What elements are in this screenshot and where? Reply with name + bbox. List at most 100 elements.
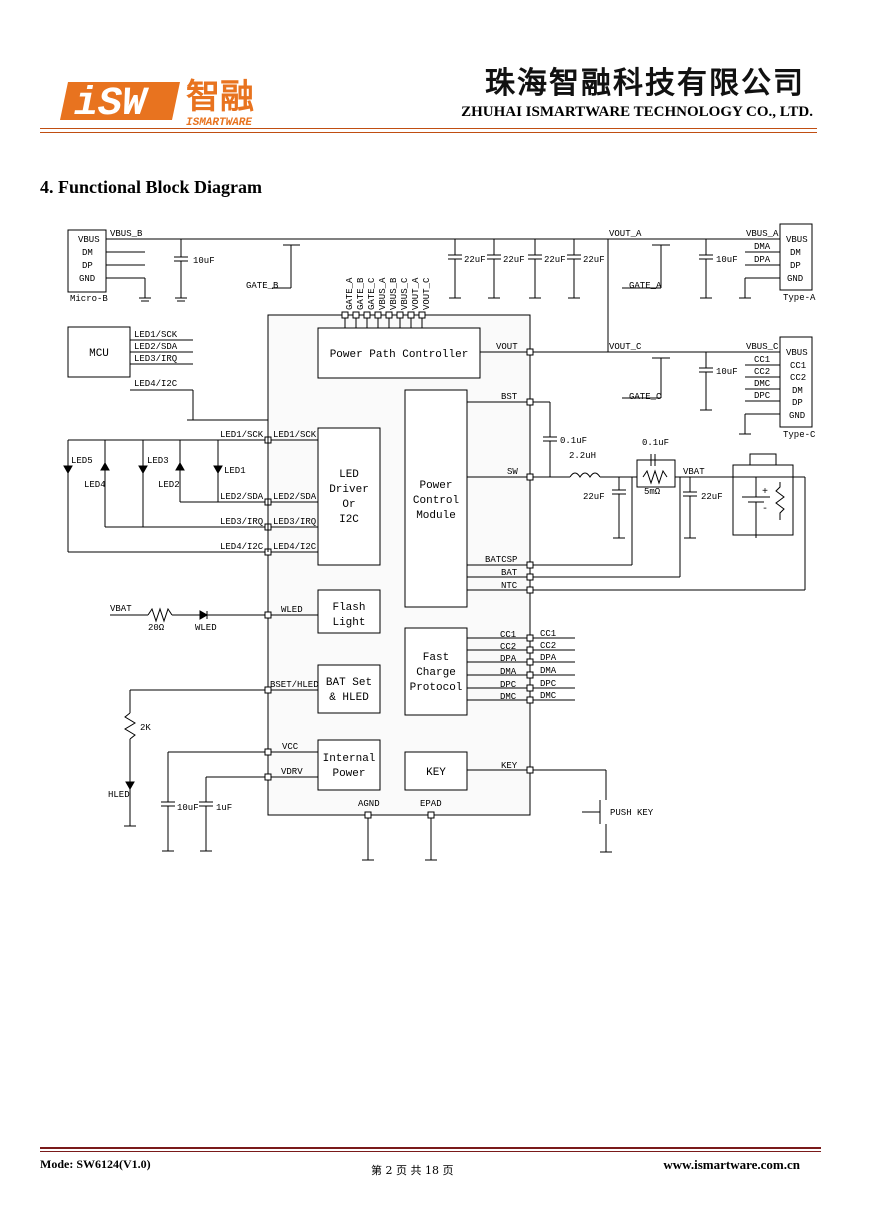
power-control-l1: Power xyxy=(419,480,452,492)
logo-letters: iSW xyxy=(74,82,150,127)
logo-cn: 智融 xyxy=(186,78,254,119)
footer-rule-thin xyxy=(40,1151,821,1152)
svg-text:VBUS_C: VBUS_C xyxy=(746,342,779,352)
svg-text:KEY: KEY xyxy=(501,761,518,771)
svg-text:GND: GND xyxy=(787,274,803,284)
svg-text:DM: DM xyxy=(82,248,93,258)
gate-pin-row xyxy=(341,311,426,328)
svg-text:VBUS_B: VBUS_B xyxy=(110,229,143,239)
led-driver-l4: I2C xyxy=(339,514,359,526)
gate-pin-5: VBUS_C xyxy=(400,277,410,310)
key-block xyxy=(404,751,468,791)
svg-text:LED2/SDA: LED2/SDA xyxy=(134,342,178,352)
power-path-label: Power Path Controller xyxy=(330,349,469,361)
gate-pin-7: VOUT_C xyxy=(422,277,432,310)
svg-text:10uF: 10uF xyxy=(716,255,738,265)
svg-text:BSET/HLED: BSET/HLED xyxy=(270,680,319,690)
svg-text:CC2: CC2 xyxy=(540,641,556,651)
type-a-label: Type-A xyxy=(783,293,816,303)
svg-text:VBAT: VBAT xyxy=(683,467,705,477)
gate-pin-1: GATE_B xyxy=(356,277,366,310)
svg-text:VBUS: VBUS xyxy=(786,235,808,245)
flash-l1: Flash xyxy=(332,602,365,614)
key-label: KEY xyxy=(426,767,446,779)
svg-text:DMA: DMA xyxy=(540,666,557,676)
header-rule xyxy=(40,128,817,129)
svg-text:LED2: LED2 xyxy=(158,480,180,490)
svg-text:LED2/SDA: LED2/SDA xyxy=(220,492,264,502)
svg-text:SW: SW xyxy=(507,467,518,477)
svg-text:DP: DP xyxy=(790,261,801,271)
gate-pin-3: VBUS_A xyxy=(378,277,388,310)
led-driver-l1: LED xyxy=(339,469,359,481)
company-name-en: ZHUHAI ISMARTWARE TECHNOLOGY CO., LTD. xyxy=(461,104,813,120)
fast-charge-l2: Charge xyxy=(416,667,456,679)
svg-text:LED4/I2C: LED4/I2C xyxy=(220,542,264,552)
svg-text:-: - xyxy=(762,504,768,515)
footer-page-number: 第 2 页 共 18 页 xyxy=(371,1164,454,1177)
svg-text:GATE_C: GATE_C xyxy=(629,392,662,402)
internal-power-l2: Power xyxy=(332,768,365,780)
svg-text:CC1: CC1 xyxy=(540,629,556,639)
svg-text:DMA: DMA xyxy=(500,667,517,677)
svg-text:PUSH KEY: PUSH KEY xyxy=(610,808,654,818)
type-c-connector xyxy=(779,336,813,428)
svg-text:LED4: LED4 xyxy=(84,480,106,490)
fast-charge-block xyxy=(404,627,468,716)
svg-text:CC1: CC1 xyxy=(754,355,770,365)
svg-text:22uF: 22uF xyxy=(503,255,525,265)
gate-pin-0: GATE_A xyxy=(345,277,355,310)
svg-text:DPA: DPA xyxy=(754,255,771,265)
micro-b-connector xyxy=(67,229,107,293)
svg-text:BST: BST xyxy=(501,392,518,402)
svg-text:VBUS: VBUS xyxy=(78,235,100,245)
svg-text:HLED: HLED xyxy=(108,790,130,800)
logo-en: ISMARTWARE xyxy=(186,117,252,129)
led-driver-l3: Or xyxy=(342,499,355,511)
svg-text:AGND: AGND xyxy=(358,799,380,809)
svg-text:VBUS_A: VBUS_A xyxy=(746,229,779,239)
svg-text:DMC: DMC xyxy=(500,692,517,702)
svg-text:LED2/SDA: LED2/SDA xyxy=(273,492,317,502)
svg-text:DMA: DMA xyxy=(754,242,771,252)
svg-text:0.1uF: 0.1uF xyxy=(642,438,669,448)
company-logo: iSW 智融 ISMARTWARE xyxy=(60,78,254,129)
svg-text:20Ω: 20Ω xyxy=(148,623,165,633)
svg-text:GATE_B: GATE_B xyxy=(246,281,279,291)
svg-text:LED4/I2C: LED4/I2C xyxy=(134,379,178,389)
power-control-l2: Control xyxy=(413,495,459,507)
svg-text:LED1/SCK: LED1/SCK xyxy=(220,430,264,440)
svg-text:DPA: DPA xyxy=(540,653,557,663)
svg-text:LED3/IRQ: LED3/IRQ xyxy=(220,517,263,527)
fast-charge-l1: Fast xyxy=(423,652,449,664)
svg-text:WLED: WLED xyxy=(281,605,303,615)
svg-text:+: + xyxy=(762,487,768,498)
svg-text:2K: 2K xyxy=(140,723,151,733)
svg-text:LED1/SCK: LED1/SCK xyxy=(273,430,317,440)
type-c-label: Type-C xyxy=(783,430,816,440)
svg-text:LED3/IRQ: LED3/IRQ xyxy=(273,517,316,527)
led-driver-l2: Driver xyxy=(329,484,369,496)
svg-text:10uF: 10uF xyxy=(177,803,199,813)
bat-set-l2: & HLED xyxy=(329,692,369,704)
bat-set-block xyxy=(317,664,381,714)
svg-text:DPA: DPA xyxy=(500,654,517,664)
type-a-connector xyxy=(779,223,813,291)
power-control-block xyxy=(404,389,468,608)
svg-text:LED4/I2C: LED4/I2C xyxy=(273,542,317,552)
svg-text:22uF: 22uF xyxy=(583,492,605,502)
svg-text:5mΩ: 5mΩ xyxy=(644,487,661,497)
svg-text:VCC: VCC xyxy=(282,742,299,752)
svg-text:CC1: CC1 xyxy=(500,630,516,640)
micro-b-label: Micro-B xyxy=(70,294,108,304)
svg-text:DM: DM xyxy=(792,386,803,396)
svg-text:CC1: CC1 xyxy=(790,361,806,371)
svg-text:2.2uH: 2.2uH xyxy=(569,451,596,461)
svg-text:LED3: LED3 xyxy=(147,456,169,466)
flash-block xyxy=(317,589,381,634)
svg-text:DP: DP xyxy=(82,261,93,271)
svg-text:DP: DP xyxy=(792,398,803,408)
footer-url[interactable]: www.ismartware.com.cn xyxy=(663,1157,800,1172)
svg-text:NTC: NTC xyxy=(501,581,518,591)
